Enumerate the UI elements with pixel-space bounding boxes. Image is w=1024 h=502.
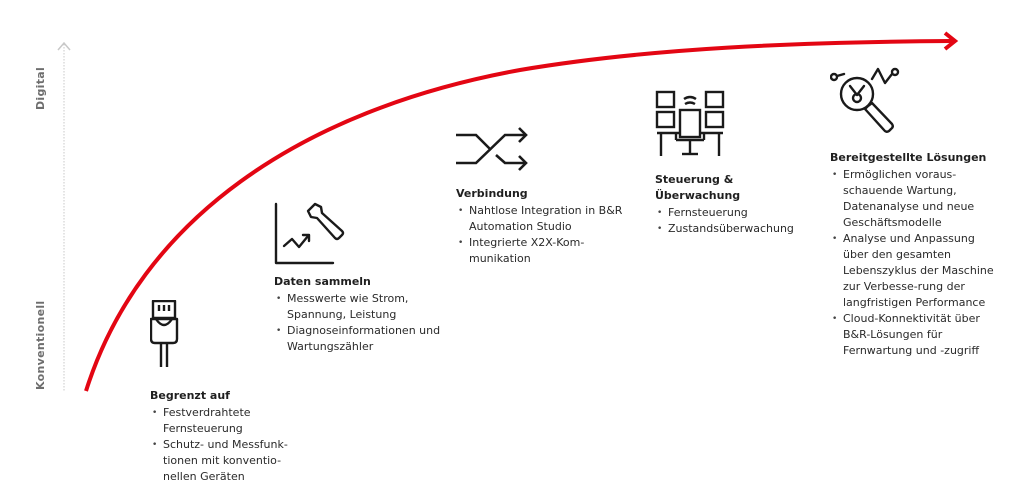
- axis-label-digital: Digital: [34, 66, 47, 110]
- stage-list: Nahtlose Integration in B&R Automation S…: [456, 203, 631, 267]
- stage-list-item: Integrierte X2X-Kom-munikation: [456, 235, 599, 267]
- stage-list-item: Schutz- und Messfunk-tionen mit konventi…: [150, 437, 298, 485]
- stage-list-item: Messwerte wie Strom, Spannung, Leistung: [274, 291, 427, 323]
- growth-curve: [84, 31, 959, 392]
- stage-list-item: Analyse und Anpassung über den gesamten …: [830, 231, 1001, 311]
- stage-list-item: Diagnoseinformationen und Wartungszähler: [274, 323, 447, 355]
- stage-steuerung: Steuerung & Überwachung Fernsteuerung Zu…: [655, 90, 820, 237]
- axis-label-konventionell: Konventionell: [34, 300, 47, 391]
- stage-title: Begrenzt auf: [150, 389, 230, 402]
- stage-title: Bereitgestellte Lösungen: [830, 151, 987, 164]
- stage-title: Verbindung: [456, 187, 528, 200]
- stage-list-item: Fernsteuerung: [655, 205, 820, 221]
- stage-list-item: Festverdrahtete Fernsteuerung: [150, 405, 263, 437]
- stage-bereitgestellte-loesungen: Bereitgestellte Lösungen Ermöglichen vor…: [830, 66, 1015, 359]
- chart-wrench-icon: [274, 202, 345, 265]
- stage-title: Daten sammeln: [274, 275, 371, 288]
- stage-list-item: Nahtlose Integration in B&R Automation S…: [456, 203, 629, 235]
- ethernet-plug-icon: [150, 300, 179, 367]
- stage-list-item: Ermöglichen voraus-schauende Wartung, Da…: [830, 167, 998, 231]
- axis-arrow-icon: [57, 41, 71, 51]
- curve-arrowhead-icon: [943, 31, 959, 51]
- stage-title: Steuerung & Überwachung: [655, 173, 741, 202]
- analytics-magnifier-icon: [830, 67, 900, 133]
- stage-daten-sammeln: Daten sammeln Messwerte wie Strom, Spann…: [274, 202, 444, 355]
- stage-list: Ermöglichen voraus-schauende Wartung, Da…: [830, 167, 1015, 359]
- control-room-icon: [655, 90, 725, 156]
- stage-list: Festverdrahtete Fernsteuerung Schutz- un…: [150, 405, 315, 485]
- stage-list: Fernsteuerung Zustandsüberwachung: [655, 205, 820, 237]
- stage-verbindung: Verbindung Nahtlose Integration in B&R A…: [456, 126, 631, 267]
- shuffle-arrows-icon: [456, 127, 528, 171]
- stage-list: Messwerte wie Strom, Spannung, Leistung …: [274, 291, 444, 355]
- stage-begrenzt: Begrenzt auf Festverdrahtete Fernsteueru…: [150, 300, 315, 485]
- stage-list-item: Cloud-Konnektivität über B&R-Lösungen fü…: [830, 311, 988, 359]
- stage-list-item: Zustandsüberwachung: [655, 221, 820, 237]
- vertical-axis: [57, 41, 71, 392]
